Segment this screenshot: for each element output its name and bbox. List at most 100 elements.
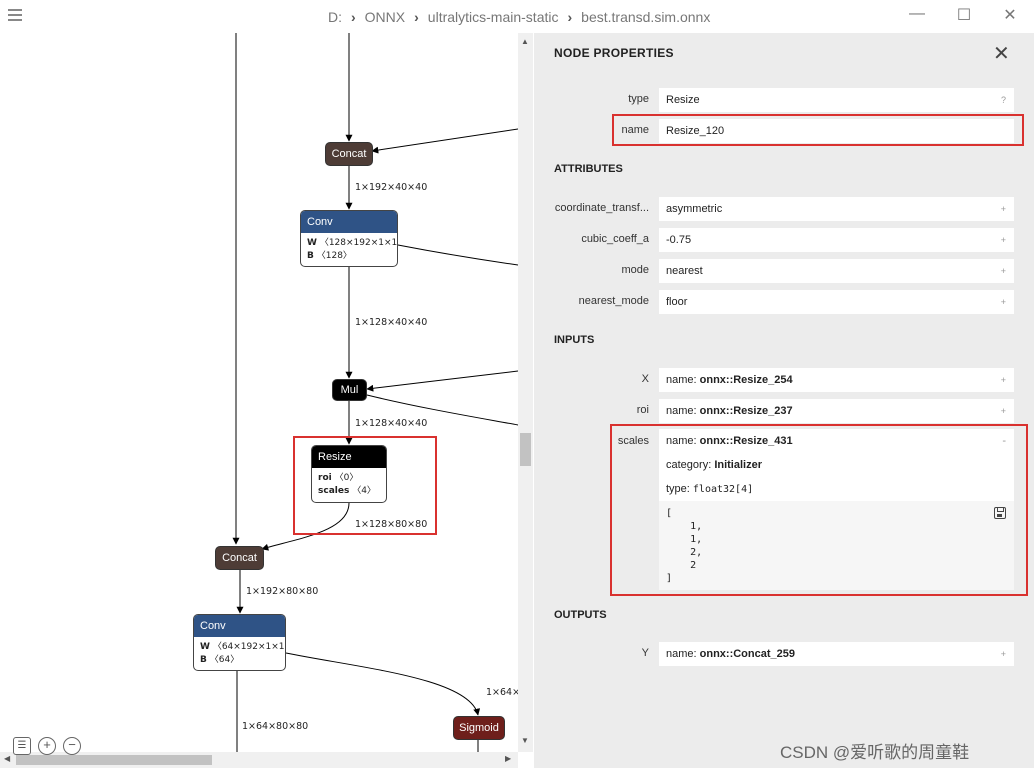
conv-weight-row: W 〈64×192×1×1〉 bbox=[200, 642, 286, 652]
attribute-value[interactable]: nearest+ bbox=[659, 259, 1014, 283]
input-row: roi name: onnx::Resize_237+ bbox=[534, 399, 1034, 423]
help-icon[interactable]: ? bbox=[1000, 95, 1006, 105]
expand-icon[interactable]: + bbox=[1000, 375, 1006, 385]
edge bbox=[371, 128, 518, 154]
attribute-label: cubic_coeff_a bbox=[581, 233, 649, 245]
sigmoid-node[interactable]: Sigmoid bbox=[453, 716, 505, 740]
attribute-label: nearest_mode bbox=[578, 295, 649, 307]
breadcrumb-subfolder[interactable]: ultralytics-main-static bbox=[427, 9, 559, 25]
output-row: Y name: onnx::Concat_259+ bbox=[534, 642, 1034, 666]
concat-node[interactable]: Concat bbox=[325, 142, 373, 166]
scales-category: category: Initializer bbox=[659, 453, 1014, 477]
input-value[interactable]: name: onnx::Resize_237+ bbox=[659, 399, 1014, 423]
expand-icon[interactable]: + bbox=[1000, 204, 1006, 214]
scroll-down-icon[interactable]: ▼ bbox=[521, 736, 529, 745]
output-label: Y bbox=[641, 647, 649, 659]
menu-icon[interactable] bbox=[8, 9, 22, 23]
resize-node[interactable]: Resize roi 〈0〉 scales 〈4〉 bbox=[311, 445, 387, 503]
input-row: X name: onnx::Resize_254+ bbox=[534, 368, 1034, 392]
resize-scales-row: scales 〈4〉 bbox=[318, 486, 376, 496]
concat-node[interactable]: Concat bbox=[215, 546, 264, 570]
input-label: scales bbox=[617, 435, 649, 447]
resize-roi-row: roi 〈0〉 bbox=[318, 473, 359, 483]
inputs-heading: INPUTS bbox=[554, 334, 595, 346]
edge-label: 1×128×40×40 bbox=[355, 317, 428, 328]
breadcrumb-file[interactable]: best.transd.sim.onnx bbox=[581, 9, 711, 25]
graph-canvas[interactable]: Concat Conv W 〈128×192×1×1〉 B 〈128〉 Mul … bbox=[0, 33, 518, 752]
edge-label: 1×192×80×80 bbox=[246, 586, 319, 597]
expand-icon[interactable]: + bbox=[1000, 266, 1006, 276]
breadcrumb-drive[interactable]: D: bbox=[328, 9, 342, 25]
attribute-label: mode bbox=[621, 264, 649, 276]
conv-node[interactable]: Conv W 〈128×192×1×1〉 B 〈128〉 bbox=[300, 210, 398, 267]
scroll-up-icon[interactable]: ▲ bbox=[521, 37, 529, 46]
resize-node-title: Resize bbox=[312, 446, 386, 468]
breadcrumb: D: › ONNX › ultralytics-main-static › be… bbox=[328, 6, 710, 28]
input-label: X bbox=[641, 373, 649, 385]
horizontal-scrollbar[interactable]: ◀ ▶ bbox=[0, 752, 518, 768]
scales-tensor-values: [ 1, 1, 2, 2 ] bbox=[659, 502, 1014, 585]
outputs-heading: OUTPUTS bbox=[554, 609, 607, 621]
input-row-scales: scales bbox=[534, 430, 1034, 454]
expand-icon[interactable]: + bbox=[1000, 649, 1006, 659]
attribute-value[interactable]: asymmetric+ bbox=[659, 197, 1014, 221]
edge-label: 1×64× bbox=[486, 687, 518, 698]
zoom-out-icon[interactable]: − bbox=[63, 737, 81, 755]
fit-view-icon[interactable]: ☰ bbox=[13, 737, 31, 755]
edge bbox=[397, 244, 518, 266]
chevron-right-icon: › bbox=[351, 9, 356, 25]
zoom-in-icon[interactable]: + bbox=[38, 737, 56, 755]
breadcrumb-folder[interactable]: ONNX bbox=[364, 9, 406, 25]
conv-node[interactable]: Conv W 〈64×192×1×1〉 B 〈64〉 bbox=[193, 614, 286, 671]
property-value[interactable]: Resize? bbox=[659, 88, 1014, 112]
attribute-value[interactable]: -0.75+ bbox=[659, 228, 1014, 252]
scroll-right-icon[interactable]: ▶ bbox=[505, 754, 512, 763]
edge-label: 1×192×40×40 bbox=[355, 182, 428, 193]
mul-node[interactable]: Mul bbox=[332, 379, 367, 401]
input-value[interactable]: name: onnx::Resize_254+ bbox=[659, 368, 1014, 392]
attribute-row: cubic_coeff_a -0.75+ bbox=[534, 228, 1034, 252]
input-label: roi bbox=[636, 404, 649, 416]
edge bbox=[366, 370, 518, 392]
scales-name[interactable]: name: onnx::Resize_431- bbox=[659, 429, 1014, 453]
attribute-label: coordinate_transf... bbox=[554, 202, 649, 214]
chevron-right-icon: › bbox=[567, 9, 573, 25]
attribute-row: mode nearest+ bbox=[534, 259, 1034, 283]
conv-bias-row: B 〈128〉 bbox=[307, 251, 352, 261]
property-label: name bbox=[621, 124, 649, 136]
property-row-type: type Resize? bbox=[534, 88, 1034, 112]
edge bbox=[261, 502, 350, 551]
graph-edges bbox=[232, 33, 518, 752]
edge bbox=[285, 652, 481, 716]
attributes-heading: ATTRIBUTES bbox=[554, 163, 623, 175]
edge bbox=[366, 394, 518, 426]
conv-node-title: Conv bbox=[301, 211, 397, 233]
property-value[interactable]: Resize_120 bbox=[659, 119, 1014, 143]
node-properties-panel: NODE PROPERTIES ✕ type Resize? name Resi… bbox=[534, 33, 1034, 768]
property-label: type bbox=[628, 93, 649, 105]
chevron-right-icon: › bbox=[414, 9, 419, 25]
save-icon[interactable] bbox=[994, 507, 1006, 519]
close-icon[interactable]: ✕ bbox=[993, 43, 1010, 65]
output-value[interactable]: name: onnx::Concat_259+ bbox=[659, 642, 1014, 666]
collapse-icon[interactable]: - bbox=[1002, 435, 1006, 447]
panel-title: NODE PROPERTIES bbox=[554, 46, 674, 60]
conv-node-title: Conv bbox=[194, 615, 285, 637]
scroll-left-icon[interactable]: ◀ bbox=[4, 754, 11, 763]
minimize-button[interactable]: — bbox=[909, 5, 925, 22]
edge-label: 1×128×40×40 bbox=[355, 418, 428, 429]
property-row-name: name Resize_120 bbox=[534, 119, 1034, 143]
scrollbar-thumb[interactable] bbox=[16, 755, 212, 765]
edge-label: 1×128×80×80 bbox=[355, 519, 428, 530]
scrollbar-thumb[interactable] bbox=[520, 433, 531, 466]
attribute-value[interactable]: floor+ bbox=[659, 290, 1014, 314]
attribute-row: nearest_mode floor+ bbox=[534, 290, 1034, 314]
vertical-scrollbar[interactable]: ▲ ▼ bbox=[518, 33, 533, 752]
expand-icon[interactable]: + bbox=[1000, 235, 1006, 245]
expand-icon[interactable]: + bbox=[1000, 297, 1006, 307]
scales-detail: name: onnx::Resize_431- category: Initia… bbox=[659, 429, 1014, 590]
attribute-row: coordinate_transf... asymmetric+ bbox=[534, 197, 1034, 221]
maximize-button[interactable]: ☐ bbox=[956, 7, 972, 24]
expand-icon[interactable]: + bbox=[1000, 406, 1006, 416]
window-close-button[interactable]: ✕ bbox=[1003, 7, 1017, 24]
